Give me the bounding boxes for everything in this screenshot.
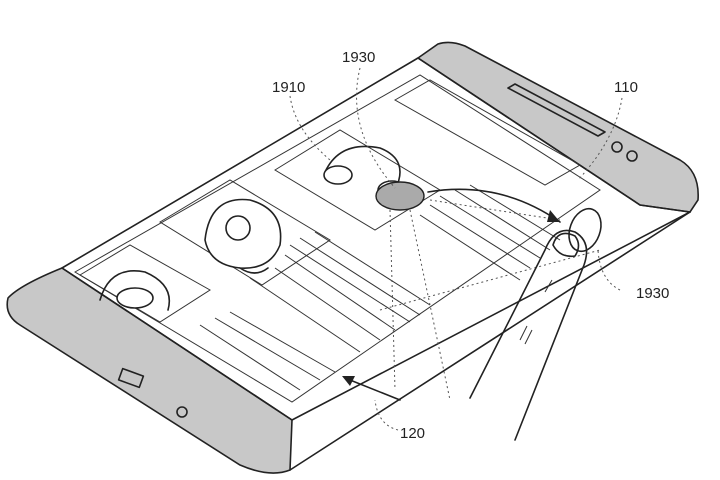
headphone-image-2	[204, 198, 282, 274]
side-display-arrow-head-icon	[342, 376, 355, 386]
selection-indicator	[375, 181, 425, 211]
arrow-head-icon	[547, 210, 560, 222]
button-icon	[176, 406, 188, 418]
speaker-slot	[507, 83, 606, 137]
side-display-arrow	[344, 377, 401, 401]
leader-1930-side	[597, 249, 621, 291]
device-left-end-cap	[6, 267, 293, 474]
headphone-image-3	[99, 270, 170, 311]
label-120: 120	[400, 425, 425, 442]
finger-nail	[552, 232, 580, 258]
text-lines	[199, 184, 561, 391]
screen-area	[74, 74, 601, 403]
projection-lines	[379, 199, 601, 401]
finger-creases	[519, 279, 553, 345]
leader-1930-top	[356, 67, 396, 189]
drag-arrow	[427, 188, 561, 223]
finger	[469, 229, 588, 441]
label-1930-top: 1930	[342, 49, 375, 66]
content-panel-top	[393, 79, 582, 186]
label-1930-side: 1930	[636, 285, 669, 302]
camera-icon	[611, 141, 623, 153]
label-110: 110	[614, 79, 638, 96]
device-right-end-cap	[416, 41, 699, 213]
content-panel-image-1	[274, 129, 441, 231]
device-bottom-edge	[289, 211, 691, 471]
sensor-icon	[626, 150, 638, 162]
leader-1910	[289, 95, 331, 161]
device-top-surface	[61, 57, 691, 421]
port-icon	[117, 367, 145, 389]
label-1910: 1910	[272, 79, 305, 96]
leader-120	[374, 399, 399, 431]
